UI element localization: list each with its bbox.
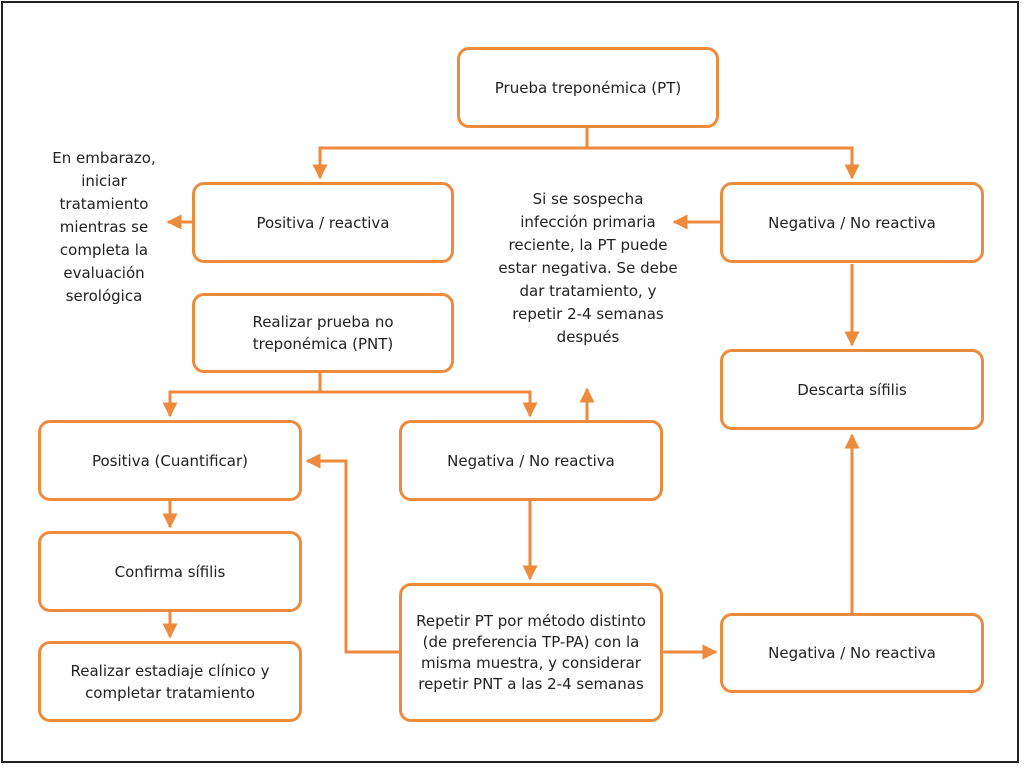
note-infeccion-primaria: Si se sospecha infección primaria recien…	[498, 190, 678, 346]
arrow-pt-to-positive	[312, 128, 589, 180]
node-confirma-sifilis: Confirma sífilis	[38, 531, 302, 612]
node-repetir-pt: Repetir PT por método distinto (de prefe…	[399, 583, 663, 722]
node-repetir-negativa: Negativa / No reactiva	[720, 613, 984, 693]
node-pnt-negativa: Negativa / No reactiva	[399, 420, 663, 501]
node-pt-negativa: Negativa / No reactiva	[720, 182, 984, 263]
arrow-pnt-to-negative	[320, 390, 538, 418]
node-pt-positiva: Positiva / reactiva	[192, 182, 454, 263]
node-realizar-pnt: Realizar prueba no treponémica (PNT)	[192, 293, 454, 373]
arrow-pnt-to-positive	[162, 373, 322, 418]
arrow-repetir-to-positive	[305, 453, 401, 654]
note-embarazo: En embarazo, iniciar tratamiento mientra…	[52, 149, 156, 305]
node-descarta-sifilis: Descarta sífilis	[720, 349, 984, 430]
node-estadiaje-clinico: Realizar estadiaje clínico y completar t…	[38, 641, 302, 722]
node-prueba-treponemica: Prueba treponémica (PT)	[457, 47, 719, 128]
node-pnt-positiva: Positiva (Cuantificar)	[38, 420, 302, 501]
arrow-pt-to-negative	[587, 146, 860, 180]
